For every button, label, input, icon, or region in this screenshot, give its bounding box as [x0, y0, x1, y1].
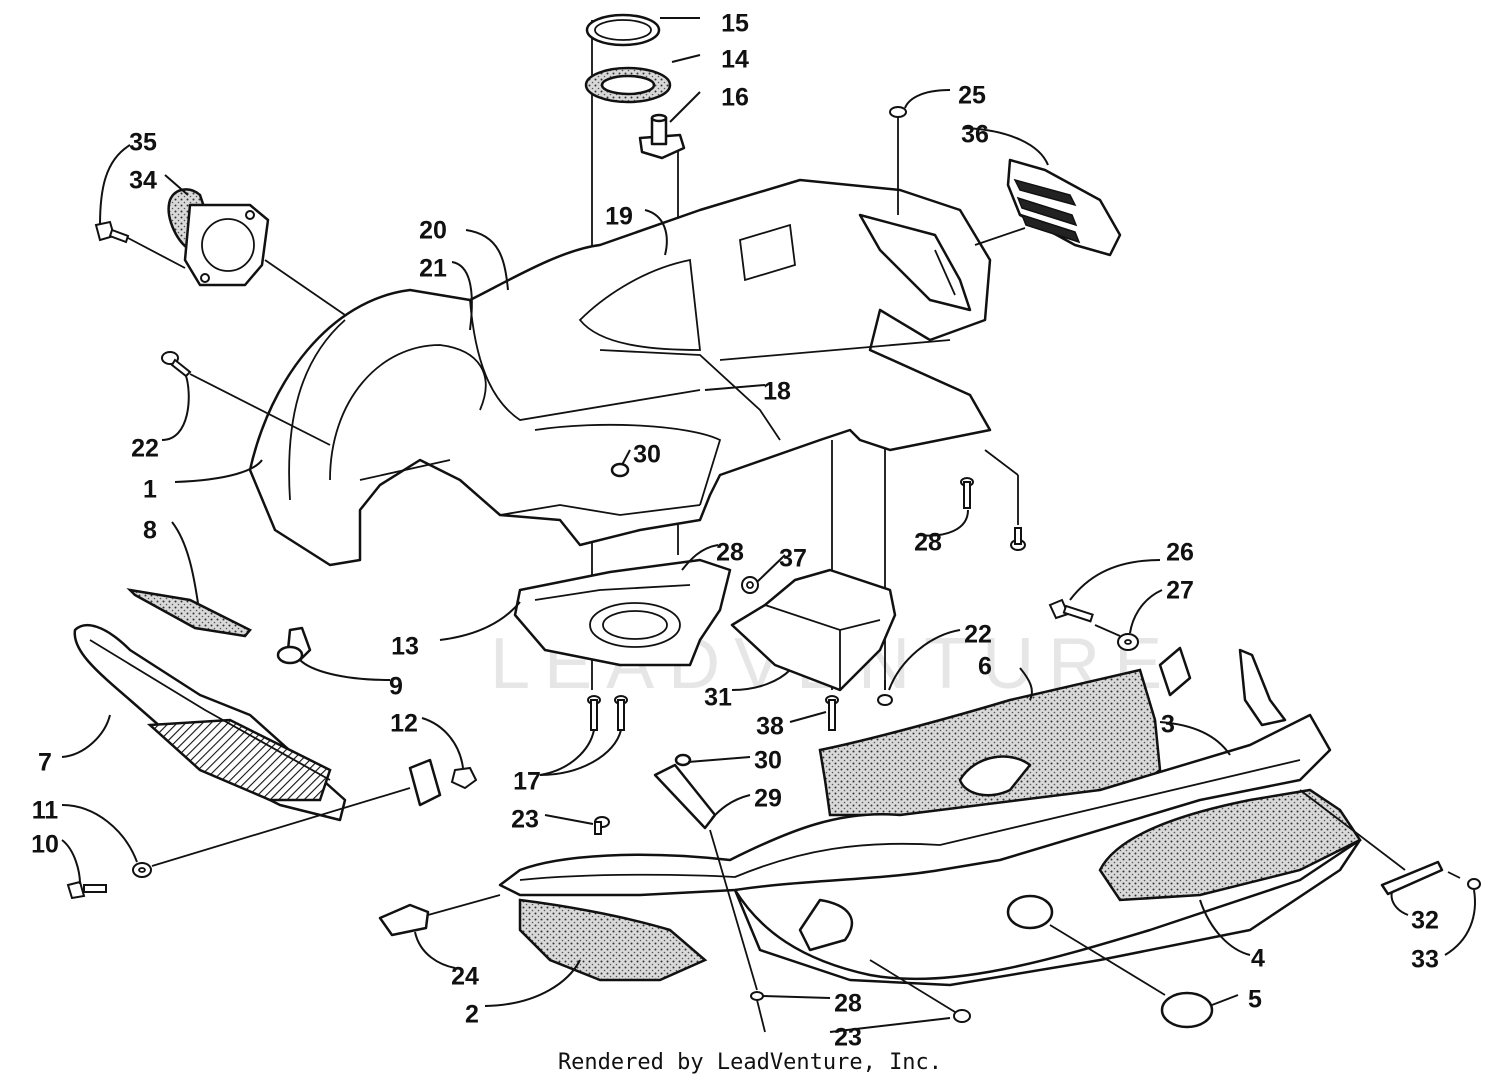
part-32-strip: [1299, 789, 1444, 896]
callout-part-3-side-trim: 3: [1161, 711, 1175, 739]
callout-part-24-clip: 24: [451, 963, 479, 991]
callout-part-28-rivet-right: 28: [914, 529, 942, 557]
part-7-bumper: [73, 623, 347, 822]
callout-part-7-bumper: 7: [38, 749, 52, 777]
callout-part-30-grommet-lower: 30: [754, 747, 782, 775]
part-14-gasket: [584, 66, 672, 104]
part-6-cutout: [958, 755, 1032, 797]
callout-part-32-strip: 32: [1411, 907, 1439, 935]
callout-part-34-headlight-housing: 34: [129, 167, 157, 195]
part-5-plug: [1006, 894, 1214, 1029]
callout-part-9-clip: 9: [389, 673, 403, 701]
part-10-screw: [66, 880, 107, 900]
part-17-rivet: [587, 695, 628, 731]
callout-part-13-tray: 13: [391, 633, 419, 661]
callout-part-14-gasket: 14: [721, 46, 749, 74]
part-13-tray: [513, 558, 732, 667]
part-25-screw: [889, 106, 907, 215]
callout-part-35-screw: 35: [129, 129, 157, 157]
main-chassis: [248, 178, 992, 567]
callout-part-28-rivet-upper: 28: [716, 539, 744, 567]
part-36-vent-grille: [1006, 158, 1122, 257]
part-22-screw-right: [877, 527, 1026, 706]
part-4-footrest-pad: [1098, 788, 1362, 902]
callout-part-29-bracket: 29: [754, 785, 782, 813]
part-28-rivet-right: [960, 477, 974, 509]
part-30-grommet-lower: [674, 753, 692, 767]
callout-part-16-filler-neck: 16: [721, 84, 749, 112]
callout-part-12-nut: 12: [390, 710, 418, 738]
callout-part-31-battery-box: 31: [704, 684, 732, 712]
part-23-screw: [594, 816, 610, 835]
callout-part-38-rivet: 38: [756, 713, 784, 741]
part-8-reflector: [126, 588, 252, 638]
part-16-filler-neck: [638, 113, 686, 160]
part-29-bracket: [653, 763, 717, 830]
part-24-clip: [378, 894, 501, 937]
part-33-screw: [1447, 871, 1481, 890]
callout-part-37-nut: 37: [779, 545, 807, 573]
part-35-screw: [94, 220, 130, 244]
part-9-clip: [276, 626, 312, 665]
part-26-bolt: [1048, 598, 1094, 623]
callout-part-27-washer: 27: [1166, 577, 1194, 605]
part-23-screw-bottom: [869, 959, 971, 1023]
callout-part-19-tunnel: 19: [605, 203, 633, 231]
callout-part-11-washer: 11: [32, 797, 59, 825]
callout-part-15-ring: 15: [721, 10, 749, 38]
callout-part-28-rivet-bottom: 28: [834, 990, 862, 1018]
callout-part-5-plug: 5: [1248, 986, 1262, 1014]
callout-part-30-grommet-upper: 30: [633, 441, 661, 469]
callout-part-33-screw: 33: [1411, 946, 1439, 974]
callout-part-2-lower-side-panel: 2: [465, 1001, 479, 1029]
callout-part-25-screw: 25: [958, 82, 986, 110]
callout-labels: 1234567891011121314151617181920212222232…: [31, 10, 1439, 1052]
callout-part-36-vent-grille: 36: [961, 121, 989, 149]
callout-part-18-floor-pan: 18: [763, 378, 791, 406]
part-11-washer: [132, 862, 152, 878]
part-27-plate: [1158, 646, 1192, 697]
callout-part-17-rivet: 17: [513, 768, 541, 796]
leader-lines: [61, 17, 1476, 1033]
part-15-ring: [585, 13, 661, 47]
callout-part-23-screw: 23: [511, 806, 539, 834]
part-38-rivet: [825, 695, 839, 731]
part-37-nut: [741, 576, 759, 594]
callout-part-6-belly-pan-insulation: 6: [978, 653, 992, 681]
callout-part-8-reflector: 8: [143, 517, 157, 545]
callout-part-21-fender-liner: 21: [419, 255, 447, 283]
footer-credit: Rendered by LeadVenture, Inc.: [557, 1050, 943, 1075]
callout-part-1-rear-fender-panel: 1: [143, 476, 157, 504]
part-31-battery-box: [730, 568, 897, 692]
part-30-grommet-upper: [610, 462, 630, 478]
callout-part-4-footrest-pad: 4: [1251, 945, 1265, 973]
callout-part-22-screw: 22: [131, 435, 159, 463]
callout-part-22-screw-right: 22: [964, 621, 992, 649]
part-27-washer: [1117, 633, 1139, 651]
part-2-lower-side-panel: [518, 838, 1362, 987]
part-12-nut: [408, 758, 478, 807]
callout-part-20-inner-panel: 20: [419, 217, 447, 245]
callout-part-10-screw: 10: [31, 831, 59, 859]
part-3-side-trim: [498, 648, 1332, 897]
part-34-headlight-housing: [167, 188, 270, 287]
callout-part-23-screw-bottom: 23: [834, 1024, 862, 1052]
callout-part-26-bolt: 26: [1166, 539, 1194, 567]
